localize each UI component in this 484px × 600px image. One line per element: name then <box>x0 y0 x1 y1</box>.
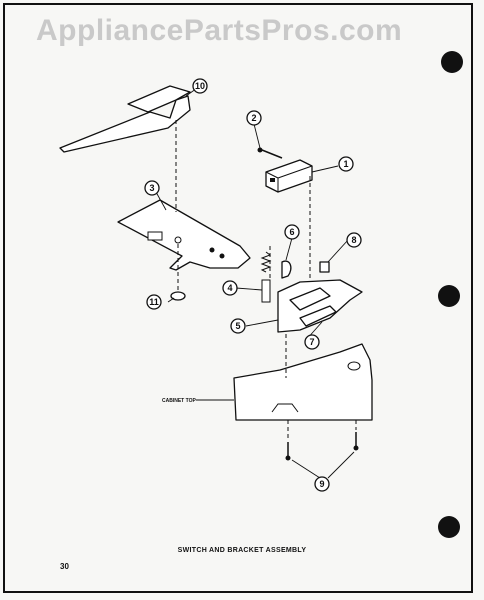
cabinet-top: CABINET TOP <box>162 343 373 421</box>
callout-2: 2 <box>246 110 262 126</box>
callout-9: 9 <box>314 476 330 492</box>
callout-1: 1 <box>338 156 354 172</box>
svg-text:2: 2 <box>251 113 256 123</box>
callout-5: 5 <box>230 318 246 334</box>
callout-6: 6 <box>284 224 300 240</box>
svg-text:1: 1 <box>343 159 348 169</box>
svg-text:3: 3 <box>149 183 154 193</box>
part-1-switch <box>265 159 313 193</box>
part-2-screw <box>257 147 283 159</box>
callout-4: 4 <box>222 280 238 296</box>
cabinet-top-label: CABINET TOP <box>162 398 196 404</box>
binder-hole-bottom <box>438 516 460 538</box>
part-11-nut <box>170 291 186 301</box>
part-6-actuator <box>281 260 292 279</box>
svg-text:4: 4 <box>227 283 232 293</box>
page-number: 30 <box>60 562 69 571</box>
svg-text:9: 9 <box>319 479 324 489</box>
part-5-bracket <box>277 279 363 333</box>
part-8-clip <box>319 261 330 273</box>
part-3-plate <box>117 199 251 271</box>
alignment-lines <box>175 120 357 440</box>
svg-text:5: 5 <box>235 321 240 331</box>
svg-text:8: 8 <box>351 235 356 245</box>
callout-11: 11 <box>146 294 162 310</box>
svg-text:6: 6 <box>289 227 294 237</box>
diagram-caption: SWITCH AND BRACKET ASSEMBLY <box>177 547 307 554</box>
binder-hole-middle <box>438 285 460 307</box>
callout-10: 10 <box>192 78 208 94</box>
part-9-screws <box>285 432 359 461</box>
watermark: AppliancePartsPros.com <box>36 14 403 47</box>
callout-3: 3 <box>144 180 160 196</box>
callout-7: 7 <box>304 334 320 350</box>
svg-text:11: 11 <box>149 297 159 307</box>
svg-text:7: 7 <box>309 337 314 347</box>
binder-hole-top <box>441 51 463 73</box>
svg-text:10: 10 <box>195 81 205 91</box>
part-10-lever <box>59 85 191 153</box>
page-frame <box>3 3 473 593</box>
part-4-spring <box>260 251 272 303</box>
callout-8: 8 <box>346 232 362 248</box>
